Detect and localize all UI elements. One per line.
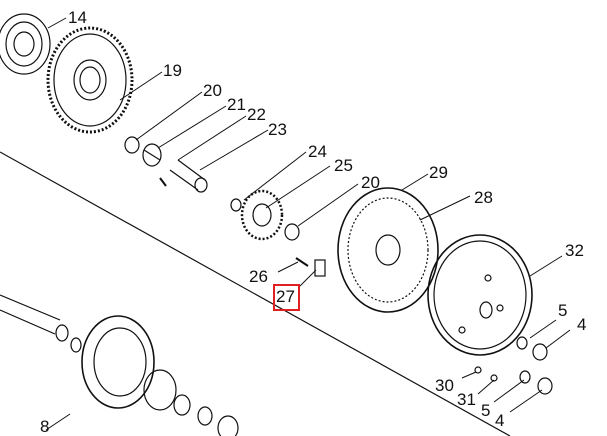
hub-washer-2 bbox=[217, 415, 239, 436]
callout-24: 24 bbox=[308, 142, 327, 161]
part-20b-ring bbox=[284, 223, 300, 241]
callout-22: 22 bbox=[247, 105, 266, 124]
selected-callout-27-box bbox=[273, 284, 300, 311]
part-14-bearing bbox=[0, 13, 51, 75]
callout-26: 26 bbox=[249, 267, 268, 286]
part-4a-plug bbox=[532, 343, 548, 361]
part-22-pin bbox=[159, 177, 167, 187]
part-32-cover bbox=[427, 234, 533, 356]
part-30-fitting bbox=[474, 366, 482, 374]
axle-washer-1 bbox=[55, 324, 69, 342]
callout-5-lower: 5 bbox=[481, 401, 491, 420]
callout-20: 20 bbox=[203, 81, 222, 100]
callout-21: 21 bbox=[227, 95, 246, 114]
callout-29: 29 bbox=[429, 163, 448, 182]
hub-washer-1 bbox=[197, 406, 213, 426]
part-20-ring bbox=[124, 136, 140, 154]
callout-5-upper: 5 bbox=[558, 301, 568, 320]
callout-23: 23 bbox=[268, 120, 287, 139]
callout-4-lower: 4 bbox=[495, 411, 505, 430]
axle-washer-2 bbox=[70, 337, 82, 353]
callout-8: 8 bbox=[40, 417, 50, 436]
part-29-ring-gear bbox=[337, 187, 439, 313]
part-26-bolt bbox=[295, 257, 309, 267]
axis-line bbox=[0, 151, 511, 436]
part-4b-plug bbox=[537, 377, 553, 395]
part-24-washer bbox=[230, 198, 242, 212]
part-5b-washer bbox=[519, 370, 531, 384]
callout-14: 14 bbox=[68, 8, 87, 27]
hub-flange bbox=[81, 315, 191, 416]
part-31-fitting bbox=[490, 374, 498, 382]
axle-shaft bbox=[0, 294, 61, 335]
part-21-bearing bbox=[142, 143, 162, 167]
part-25-gear bbox=[240, 189, 284, 241]
callout-27[interactable]: 27 bbox=[276, 287, 295, 306]
part-5a-washer bbox=[516, 336, 528, 350]
callout-32: 32 bbox=[565, 241, 584, 260]
callout-25: 25 bbox=[334, 156, 353, 175]
leader-lines bbox=[45, 17, 571, 431]
part-27-clip bbox=[314, 259, 326, 277]
callout-30: 30 bbox=[435, 376, 454, 395]
callout-20-lower: 20 bbox=[361, 173, 380, 192]
part-23-shaft bbox=[169, 159, 208, 193]
callout-19: 19 bbox=[163, 61, 182, 80]
callout-4-upper: 4 bbox=[577, 315, 587, 334]
part-19-gear bbox=[46, 26, 134, 134]
callout-28: 28 bbox=[474, 188, 493, 207]
callout-31: 31 bbox=[457, 390, 476, 409]
